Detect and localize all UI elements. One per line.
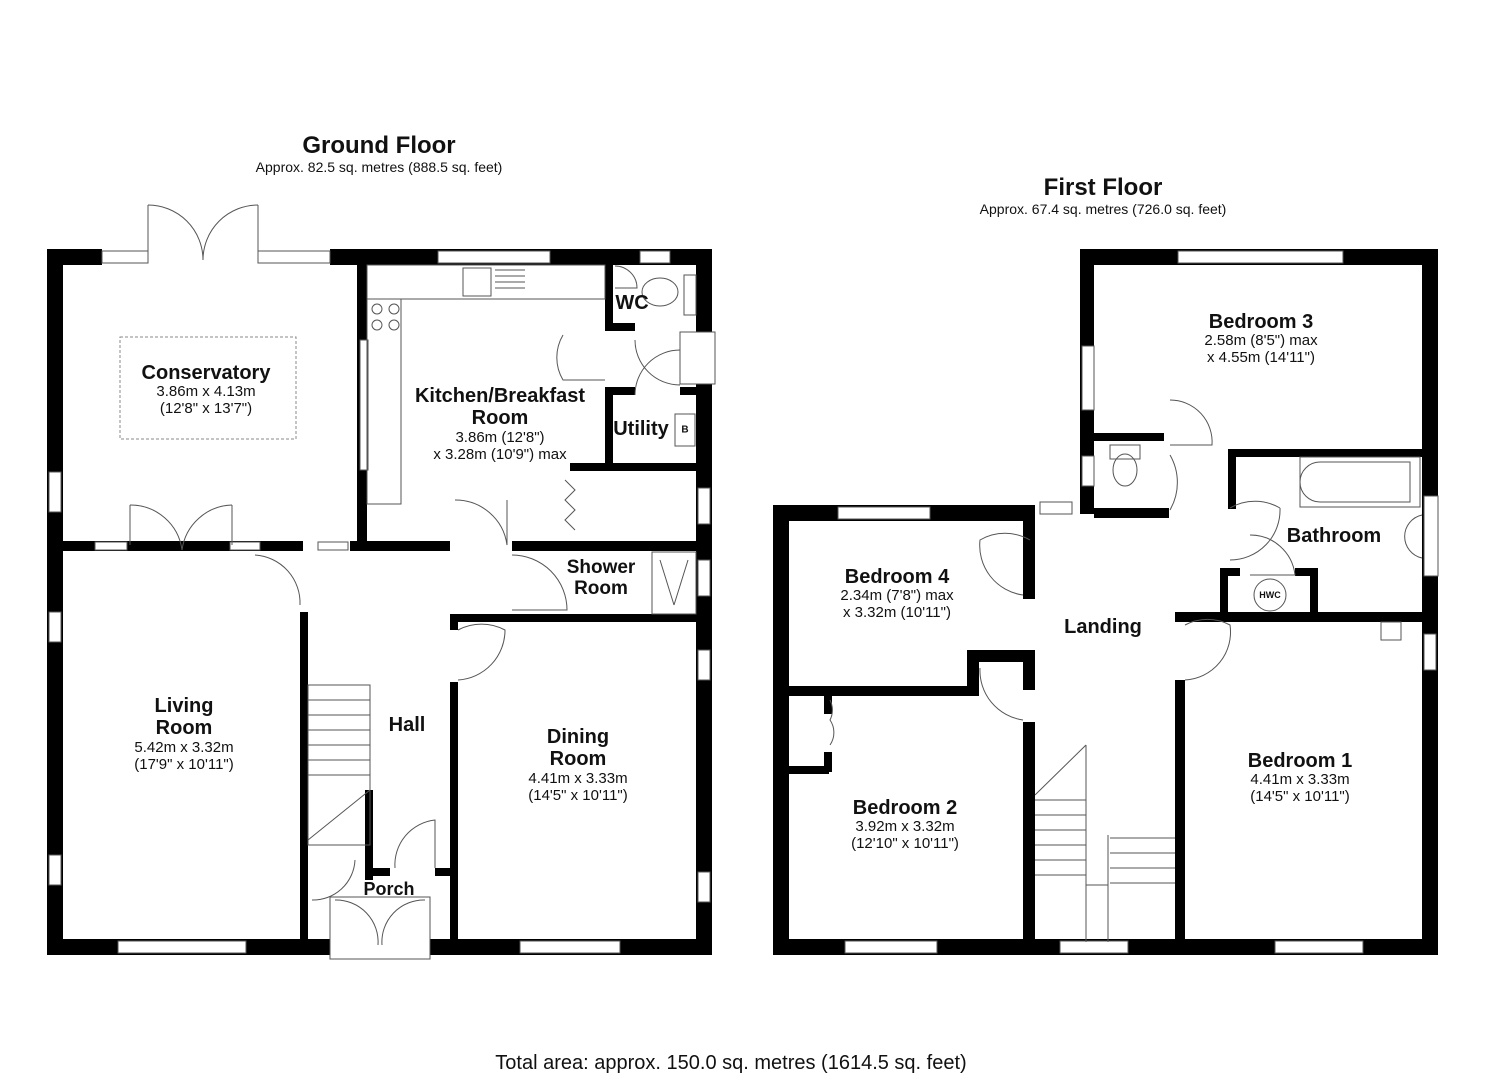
room-dimensions-imperial: (12'8" x 13'7") (159, 400, 253, 418)
room-dimensions-length: x 3.28m (10'9") max (433, 445, 567, 463)
room-dimensions-width: 2.58m (8'5") max (1204, 332, 1318, 350)
room-name-line2: Room (574, 578, 628, 600)
room-dimensions-metric: 3.86m x 4.13m (156, 383, 256, 401)
room-bedroom-2: Bedroom 2 3.92m x 3.32m (12'10" x 10'11"… (851, 797, 959, 853)
first-floor-plan (773, 249, 1438, 955)
room-porch: Porch (363, 879, 414, 899)
room-name: Porch (363, 879, 415, 899)
room-name: Shower (566, 557, 636, 578)
room-living-room: Living Room 5.42m x 3.32m (17'9" x 10'11… (134, 695, 234, 773)
room-name: Bedroom 4 (844, 566, 950, 588)
first-floor-heading: First Floor (1043, 174, 1163, 201)
ground-floor-heading: Ground Floor (302, 132, 456, 159)
room-dimensions-imperial: (14'5" x 10'11") (528, 786, 628, 804)
room-name: Bedroom 3 (1208, 311, 1314, 333)
room-name-line2: Room (471, 407, 529, 430)
first-floor-title: First Floor Approx. 67.4 sq. metres (726… (979, 174, 1227, 218)
room-dimensions-width: 3.86m (12'8") (455, 428, 545, 446)
room-name: Bedroom 2 (852, 797, 958, 819)
room-dimensions-imperial: (12'10" x 10'11") (851, 835, 959, 853)
room-bedroom-4: Bedroom 4 2.34m (7'8") max x 3.32m (10'1… (840, 566, 953, 622)
room-hall: Hall (389, 714, 426, 736)
room-dimensions-length: x 4.55m (14'11") (1207, 349, 1315, 367)
room-name: Bathroom (1286, 525, 1382, 547)
room-name: Hall (388, 714, 426, 736)
room-name-line2: Room (549, 748, 607, 771)
ground-floor-area: Approx. 82.5 sq. metres (888.5 sq. feet) (255, 159, 503, 176)
room-dimensions-metric: 3.92m x 3.32m (855, 818, 955, 836)
first-floor-fixtures (829, 250, 1439, 954)
room-bedroom-3: Bedroom 3 2.58m (8'5") max x 4.55m (14'1… (1204, 311, 1317, 367)
room-name: WC (615, 292, 649, 314)
room-dimensions-metric: 5.42m x 3.32m (134, 738, 234, 756)
first-floor-area: Approx. 67.4 sq. metres (726.0 sq. feet) (979, 201, 1227, 218)
room-dimensions-length: x 3.32m (10'11") (843, 604, 951, 622)
room-landing: Landing (1064, 616, 1142, 638)
boiler-tag: B (681, 424, 689, 436)
room-name: Dining (546, 726, 610, 748)
room-dimensions-imperial: (14'5" x 10'11") (1250, 788, 1350, 806)
room-dining-room: Dining Room 4.41m x 3.33m (14'5" x 10'11… (528, 726, 628, 804)
room-dimensions-width: 2.34m (7'8") max (840, 587, 954, 605)
ground-floor-plan (47, 249, 712, 955)
room-name: Conservatory (141, 362, 271, 384)
room-name: Living (154, 695, 214, 717)
room-name: Kitchen/Breakfast (414, 385, 586, 407)
room-name: Bedroom 1 (1247, 750, 1353, 772)
room-dimensions-metric: 4.41m x 3.33m (1250, 771, 1350, 789)
ground-floor-fixtures (48, 204, 716, 960)
room-conservatory: Conservatory 3.86m x 4.13m (12'8" x 13'7… (142, 362, 271, 418)
room-utility: Utility (613, 418, 669, 440)
total-area: Total area: approx. 150.0 sq. metres (16… (495, 1052, 967, 1074)
room-wc: WC (615, 292, 648, 314)
hot-water-cylinder-tag: HWC (1259, 590, 1281, 600)
room-bathroom: Bathroom (1287, 525, 1381, 547)
room-dimensions-metric: 4.41m x 3.33m (528, 769, 628, 787)
room-bedroom-1: Bedroom 1 4.41m x 3.33m (14'5" x 10'11") (1248, 750, 1352, 806)
room-name-line2: Room (155, 717, 213, 740)
room-name: Utility (613, 418, 669, 440)
room-name: Landing (1064, 616, 1142, 638)
room-kitchen-breakfast: Kitchen/Breakfast Room 3.86m (12'8") x 3… (415, 385, 585, 463)
ground-floor-title: Ground Floor Approx. 82.5 sq. metres (88… (255, 132, 503, 176)
room-dimensions-imperial: (17'9" x 10'11") (134, 755, 234, 773)
room-shower-room: Shower Room (567, 557, 636, 600)
